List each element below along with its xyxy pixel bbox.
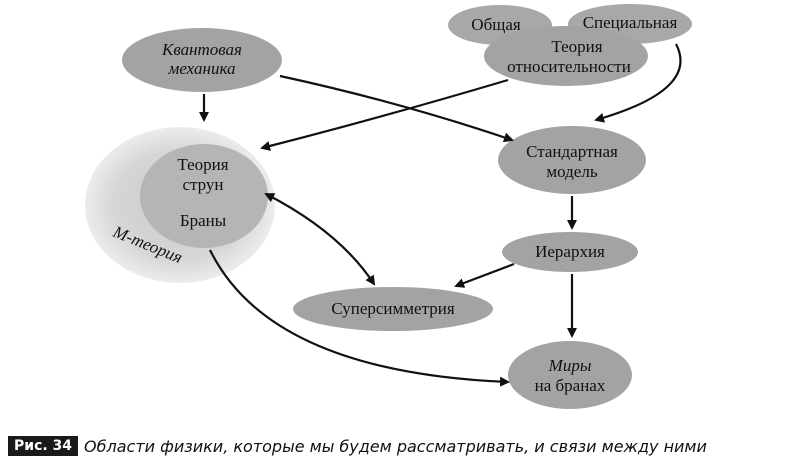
- relativity-theory-node: [484, 26, 648, 86]
- standard-label-line2: модель: [546, 162, 597, 181]
- arrow-hierarchy-to-susy: [454, 262, 515, 288]
- brane-worlds-node: [508, 341, 632, 409]
- quantum-label-line1: Квантовая: [161, 40, 242, 59]
- worlds-label-line1: Миры: [548, 356, 592, 375]
- strings-label-line1: Теория: [177, 155, 228, 174]
- diagram-canvas: Квантовая механика Общая Специальная Тео…: [85, 4, 692, 409]
- arrow-special-to-standard: [594, 43, 682, 123]
- quantum-mechanics-node: [122, 28, 282, 92]
- figure-caption: Рис. 34 Области физики, которые мы будем…: [8, 433, 707, 459]
- special-label: Специальная: [583, 13, 678, 32]
- relativity-label-line2: относительности: [507, 57, 631, 76]
- arrow-quantum-to-standard: [279, 74, 514, 143]
- standard-model-node: [498, 126, 646, 194]
- supersymmetry-node: [293, 287, 493, 331]
- strings-branes-blob: [140, 144, 268, 248]
- general-label: Общая: [471, 15, 521, 34]
- relativity-label-line1: Теория: [551, 37, 602, 56]
- arrows: [199, 43, 682, 387]
- susy-label: Суперсимметрия: [331, 299, 454, 318]
- caption-text: Области физики, которые мы будем рассмат…: [84, 436, 707, 456]
- branes-label: Браны: [180, 211, 227, 230]
- quantum-label-line2: механика: [168, 59, 236, 78]
- arrow-relativity-to-strings: [260, 78, 509, 151]
- figure-number-badge: Рис. 34: [8, 436, 79, 456]
- strings-label-line2: струн: [182, 175, 223, 194]
- standard-label-line1: Стандартная: [526, 142, 618, 161]
- hierarchy-node: [502, 232, 638, 272]
- arrow-branes-to-worlds: [209, 249, 510, 387]
- arrow-strings-susy-bidirectional: [264, 193, 376, 286]
- hierarchy-label: Иерархия: [535, 242, 605, 261]
- worlds-label-line2: на бранах: [535, 376, 606, 395]
